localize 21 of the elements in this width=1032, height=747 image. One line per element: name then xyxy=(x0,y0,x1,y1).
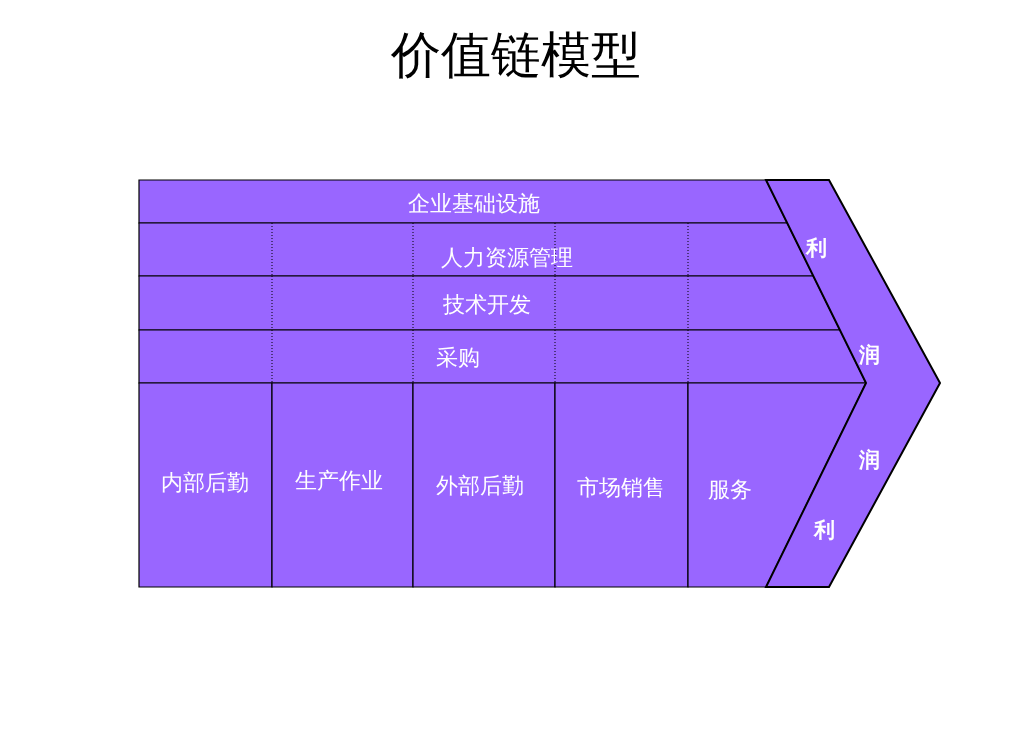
activity-label: 企业基础设施 xyxy=(408,193,540,215)
profit-label: 润 xyxy=(858,344,880,366)
primary-activity-box xyxy=(272,383,413,587)
activity-label: 人力资源管理 xyxy=(441,247,573,269)
activity-label: 外部后勤 xyxy=(436,475,524,497)
primary-activity-box xyxy=(555,383,688,587)
activity-label: 市场销售 xyxy=(577,477,665,499)
activity-label: 技术开发 xyxy=(443,294,531,316)
profit-label: 润 xyxy=(858,449,880,471)
support-activity-band xyxy=(139,180,788,223)
primary-activity-box xyxy=(413,383,555,587)
primary-activity-box xyxy=(139,383,272,587)
support-activity-band xyxy=(139,276,840,330)
activity-label: 服务 xyxy=(708,479,752,501)
activity-label: 生产作业 xyxy=(295,470,383,492)
profit-label: 利 xyxy=(813,519,835,541)
activity-label: 内部后勤 xyxy=(161,472,249,494)
profit-chevron xyxy=(766,180,940,587)
profit-label: 利 xyxy=(805,237,827,259)
activity-label: 采购 xyxy=(436,347,480,369)
title: 价值链模型 xyxy=(391,25,641,86)
